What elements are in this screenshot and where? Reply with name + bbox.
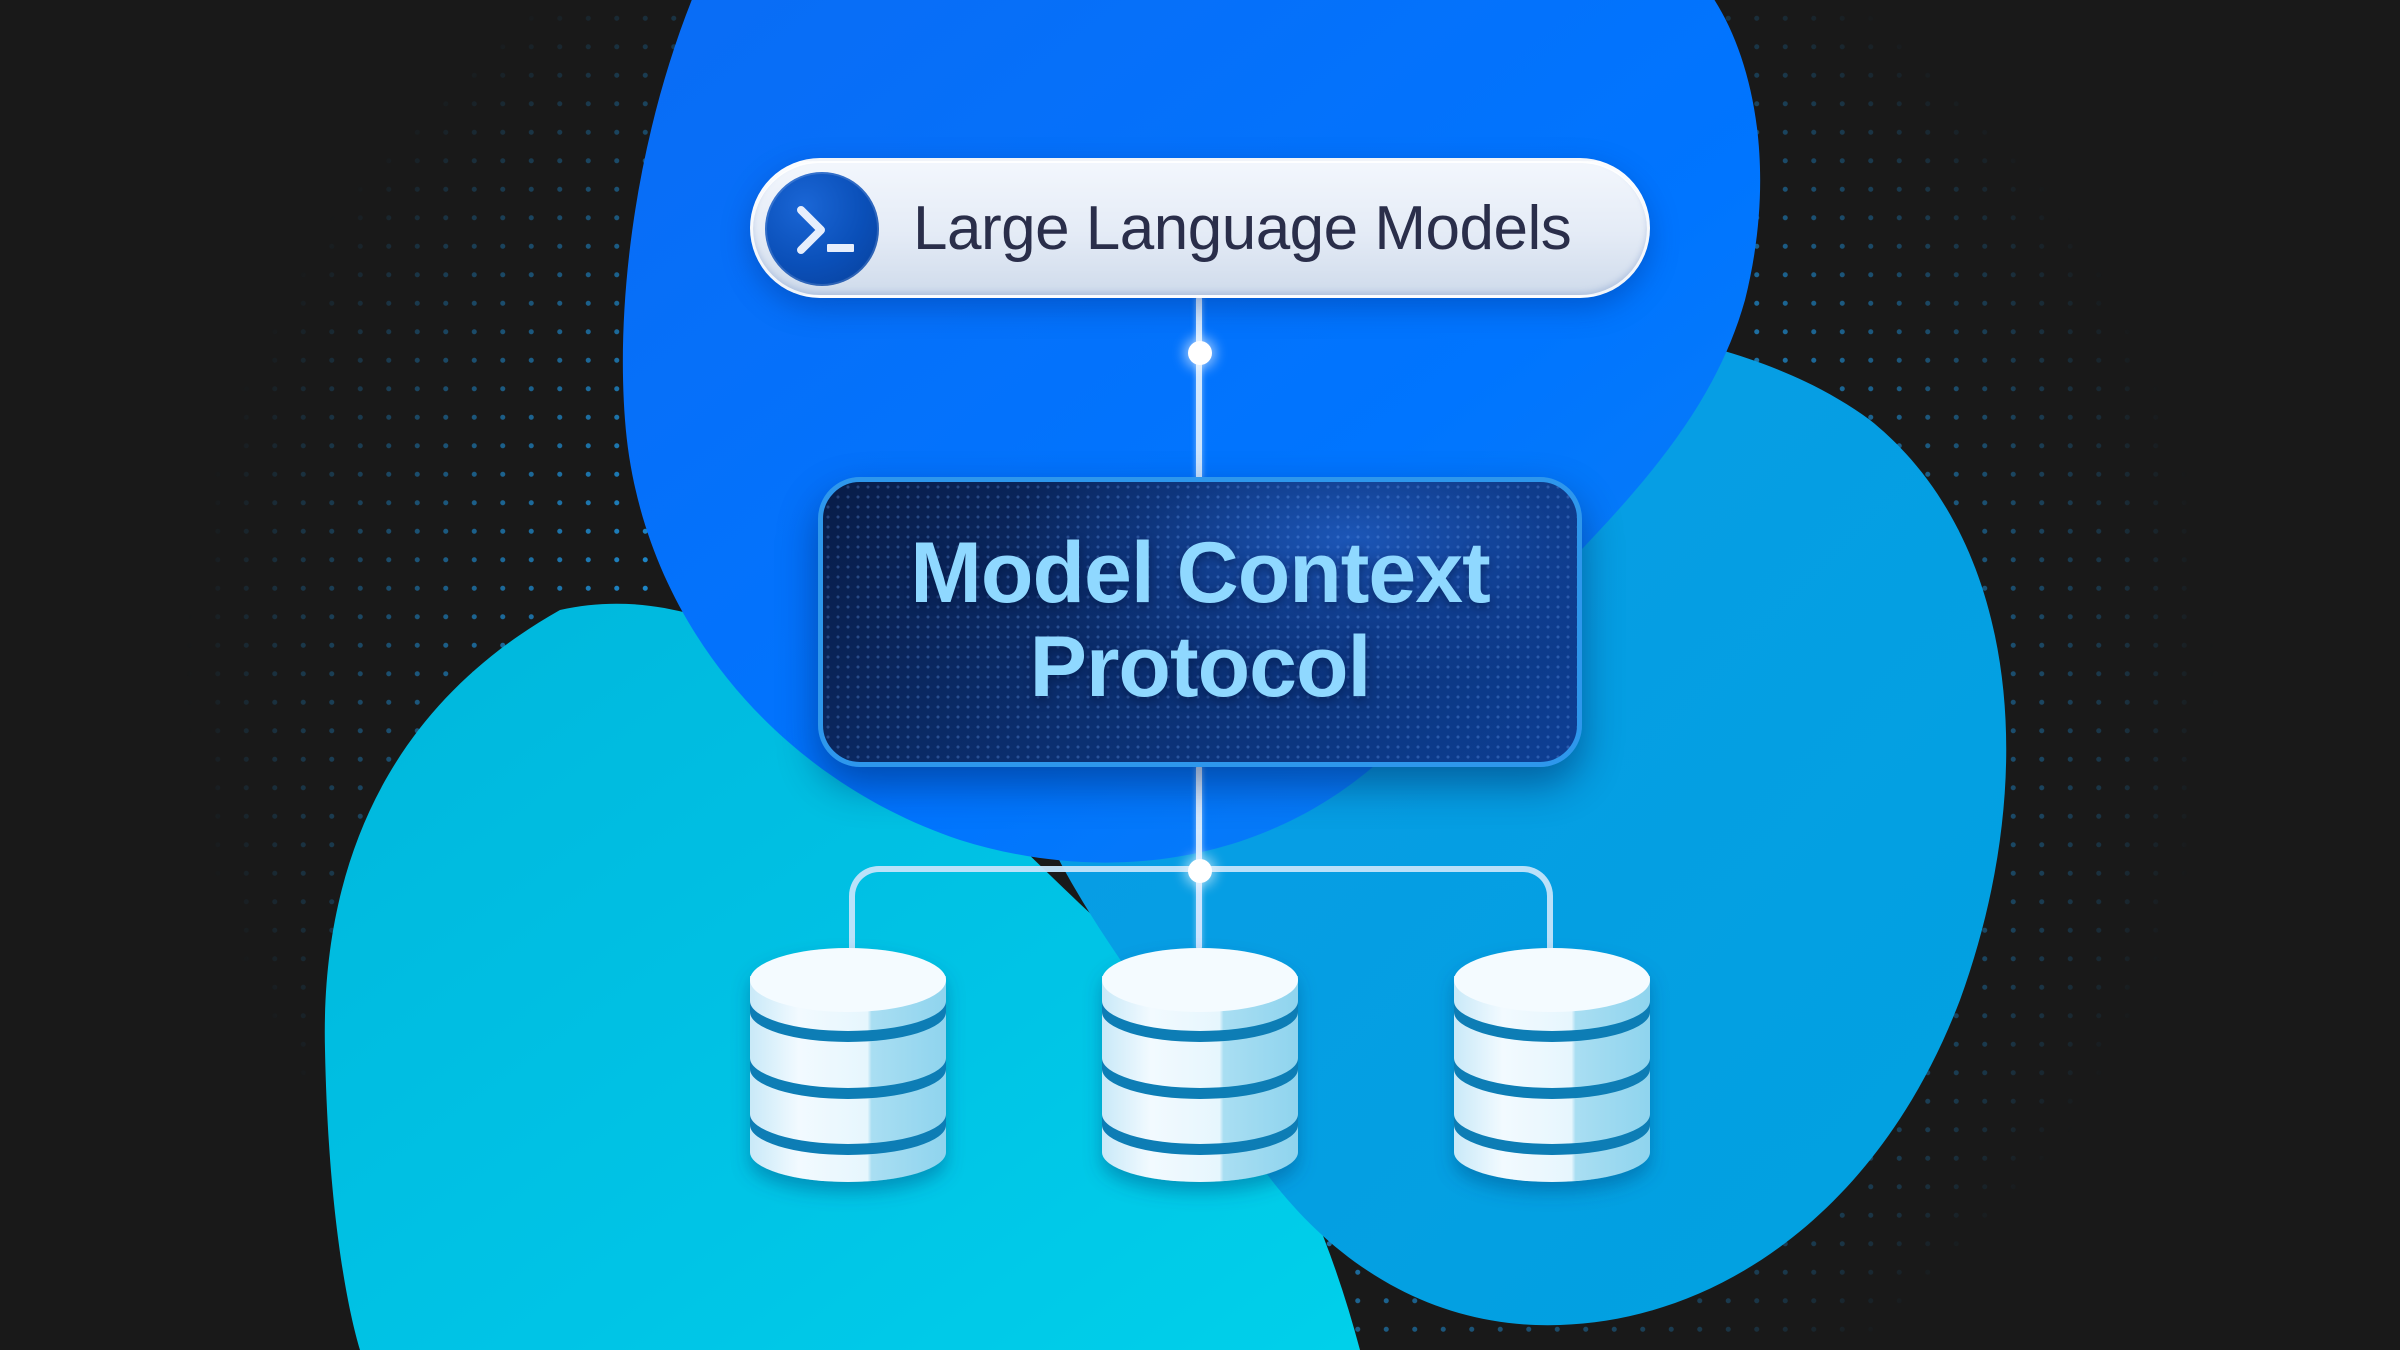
- mcp-title-line-1: Model Context: [910, 525, 1490, 621]
- llm-node-label: Large Language Models: [913, 193, 1572, 263]
- connector-node-dot: [1188, 341, 1212, 365]
- llm-node: Large Language Models: [750, 158, 1650, 298]
- connector-mcp-to-sources: [1196, 765, 1202, 950]
- database-3: [1454, 946, 1650, 1182]
- connector-llm-to-mcp: [1196, 296, 1202, 480]
- database-1: [750, 946, 946, 1182]
- database-2: [1102, 946, 1298, 1182]
- junction-node-dot: [1188, 859, 1212, 883]
- mcp-node-title: Model Context Protocol: [823, 526, 1577, 714]
- database-icon: [1454, 948, 1650, 1182]
- terminal-prompt-icon: [765, 172, 879, 286]
- mcp-title-line-2: Protocol: [1029, 619, 1372, 715]
- database-icon: [1102, 948, 1298, 1182]
- mcp-node: Model Context Protocol: [818, 477, 1582, 767]
- database-icon: [750, 948, 946, 1182]
